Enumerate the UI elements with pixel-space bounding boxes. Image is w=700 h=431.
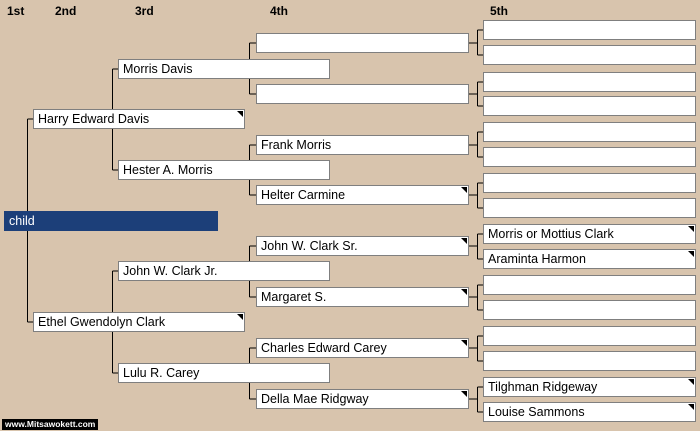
great-grandparent-box-4[interactable]: Helter Carmine [256,185,469,205]
gen5-box-7[interactable] [483,173,696,193]
gen5-box-4[interactable] [483,96,696,116]
gen5-box-5[interactable] [483,122,696,142]
father-box[interactable]: Harry Edward Davis [33,109,245,129]
great-grandparent-box-3[interactable]: Frank Morris [256,135,469,155]
great-grandparent-box-1[interactable] [256,33,469,53]
mother-box[interactable]: Ethel Gwendolyn Clark [33,312,245,332]
site-brand-label: www.Mitsawokett.com [2,419,99,430]
gen5-box-2[interactable] [483,45,696,65]
gen-header-1st: 1st [7,4,25,18]
gen5-box-16[interactable]: Louise Sammons [483,402,696,422]
maternal-grandfather-box[interactable]: John W. Clark Jr. [118,261,330,281]
gen-header-3rd: 3rd [135,4,154,18]
paternal-grandfather-box[interactable]: Morris Davis [118,59,330,79]
great-grandparent-box-7[interactable]: Charles Edward Carey [256,338,469,358]
gen-header-5th: 5th [490,4,508,18]
gen5-box-14[interactable] [483,351,696,371]
maternal-grandmother-box[interactable]: Lulu R. Carey [118,363,330,383]
gen5-box-6[interactable] [483,147,696,167]
great-grandparent-box-6[interactable]: Margaret S. [256,287,469,307]
great-grandparent-box-2[interactable] [256,84,469,104]
gen5-box-9[interactable]: Morris or Mottius Clark [483,224,696,244]
great-grandparent-box-5[interactable]: John W. Clark Sr. [256,236,469,256]
gen5-box-12[interactable] [483,300,696,320]
gen-header-2nd: 2nd [55,4,77,18]
gen5-box-13[interactable] [483,326,696,346]
gen5-box-10[interactable]: Araminta Harmon [483,249,696,269]
gen5-box-1[interactable] [483,20,696,40]
great-grandparent-box-8[interactable]: Della Mae Ridgway [256,389,469,409]
gen5-box-11[interactable] [483,275,696,295]
gen5-box-8[interactable] [483,198,696,218]
gen5-box-15[interactable]: Tilghman Ridgeway [483,377,696,397]
gen-header-4th: 4th [270,4,288,18]
child-box[interactable]: child [4,211,218,231]
gen5-box-3[interactable] [483,72,696,92]
paternal-grandmother-box[interactable]: Hester A. Morris [118,160,330,180]
